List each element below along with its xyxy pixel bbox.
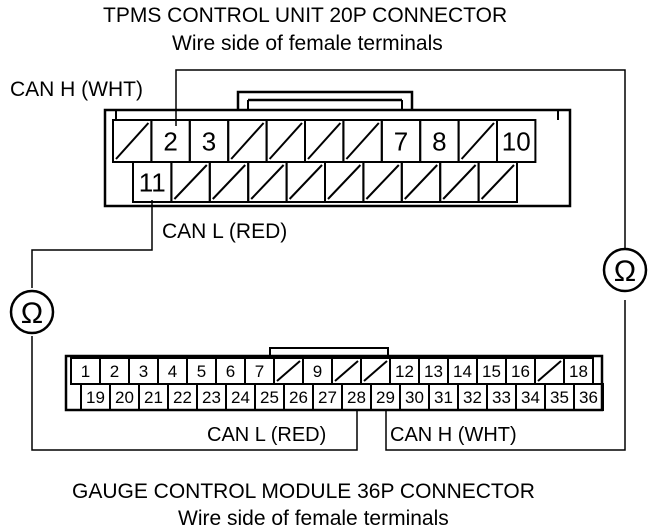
unused-terminal-slash — [537, 360, 562, 382]
terminal-number: 5 — [197, 362, 206, 381]
unused-terminal-slash — [460, 122, 495, 160]
can-l-wire-bottom — [31, 336, 358, 451]
top-connector-latch — [236, 90, 414, 110]
right-ohmmeter — [602, 247, 648, 293]
top-can-l-label: CAN L (RED) — [162, 220, 288, 243]
bottom-can-l-label: CAN L (RED) — [207, 424, 327, 446]
top-connector-housing — [103, 108, 572, 208]
unused-terminal-slash — [307, 122, 342, 160]
top-can-h-label: CAN H (WHT) — [10, 78, 143, 101]
top-connector-subtitle: Wire side of female terminals — [172, 32, 443, 55]
terminal-number: 1 — [81, 362, 90, 381]
unused-terminal-slash — [276, 360, 301, 382]
left-ohmmeter — [9, 289, 55, 335]
terminal-number: 10 — [502, 126, 531, 156]
terminal-number: 21 — [144, 388, 163, 407]
terminal-number: 15 — [482, 362, 501, 381]
unused-terminal-slash — [212, 164, 246, 200]
terminal-number: 16 — [511, 362, 530, 381]
terminal-number: 22 — [173, 388, 192, 407]
bottom-terminal-cell — [573, 383, 604, 411]
unused-terminal-slash — [404, 164, 438, 200]
can-h-wire — [175, 69, 626, 248]
terminal-number: 23 — [202, 388, 221, 407]
unused-terminal-slash — [115, 122, 150, 160]
terminal-number: 14 — [453, 362, 472, 381]
terminal-number: 34 — [521, 388, 540, 407]
unused-terminal-slash — [268, 122, 303, 160]
terminal-number: 35 — [550, 388, 569, 407]
terminal-number: 20 — [115, 388, 134, 407]
unused-terminal-slash — [365, 164, 400, 200]
bottom-connector-latch — [269, 347, 389, 356]
unused-terminal-slash — [334, 360, 359, 382]
terminal-number: 25 — [260, 388, 279, 407]
terminal-number: 3 — [202, 126, 216, 156]
top-connector-title: TPMS CONTROL UNIT 20P CONNECTOR — [103, 4, 508, 27]
terminal-number: 13 — [424, 362, 443, 381]
terminal-number: 9 — [313, 362, 322, 381]
can-l-wire — [31, 200, 153, 288]
unused-terminal-slash — [363, 360, 388, 382]
terminal-number: 8 — [432, 126, 446, 156]
terminal-number: 4 — [168, 362, 177, 381]
terminal-number: 12 — [395, 362, 414, 381]
unused-terminal-slash — [345, 122, 380, 160]
terminal-number: 2 — [110, 362, 119, 381]
unused-terminal-slash — [442, 164, 477, 200]
terminal-number: 32 — [463, 388, 482, 407]
terminal-number: 6 — [226, 362, 235, 381]
terminal-number: 7 — [394, 126, 408, 156]
terminal-number: 18 — [569, 362, 588, 381]
terminal-number: 28 — [347, 388, 366, 407]
bottom-connector-subtitle: Wire side of female terminals — [178, 507, 449, 530]
unused-terminal-slash — [173, 164, 208, 200]
bottom-connector-title: GAUGE CONTROL MODULE 36P CONNECTOR — [72, 480, 535, 503]
terminal-number: 2 — [163, 126, 177, 156]
top-terminal-cell — [477, 161, 519, 203]
terminal-number: 36 — [579, 388, 598, 407]
left-ohm-symbol: Ω — [21, 297, 43, 330]
terminal-number: 26 — [289, 388, 308, 407]
can-h-wire-bottom — [385, 300, 626, 451]
terminal-number: 30 — [405, 388, 424, 407]
terminal-number: 19 — [86, 388, 105, 407]
terminal-number: 7 — [255, 362, 264, 381]
unused-terminal-slash — [288, 164, 323, 200]
terminal-number: 3 — [139, 362, 148, 381]
terminal-number: 29 — [376, 388, 395, 407]
bottom-can-h-label: CAN H (WHT) — [390, 424, 517, 446]
terminal-number: 11 — [139, 167, 166, 197]
unused-terminal-slash — [230, 122, 265, 160]
right-ohm-symbol: Ω — [614, 255, 636, 288]
terminal-number: 31 — [434, 388, 453, 407]
unused-terminal-slash — [327, 164, 362, 200]
terminal-number: 24 — [231, 388, 250, 407]
unused-terminal-slash — [480, 164, 515, 200]
unused-terminal-slash — [250, 164, 285, 200]
terminal-number: 27 — [318, 388, 337, 407]
terminal-number: 33 — [492, 388, 511, 407]
